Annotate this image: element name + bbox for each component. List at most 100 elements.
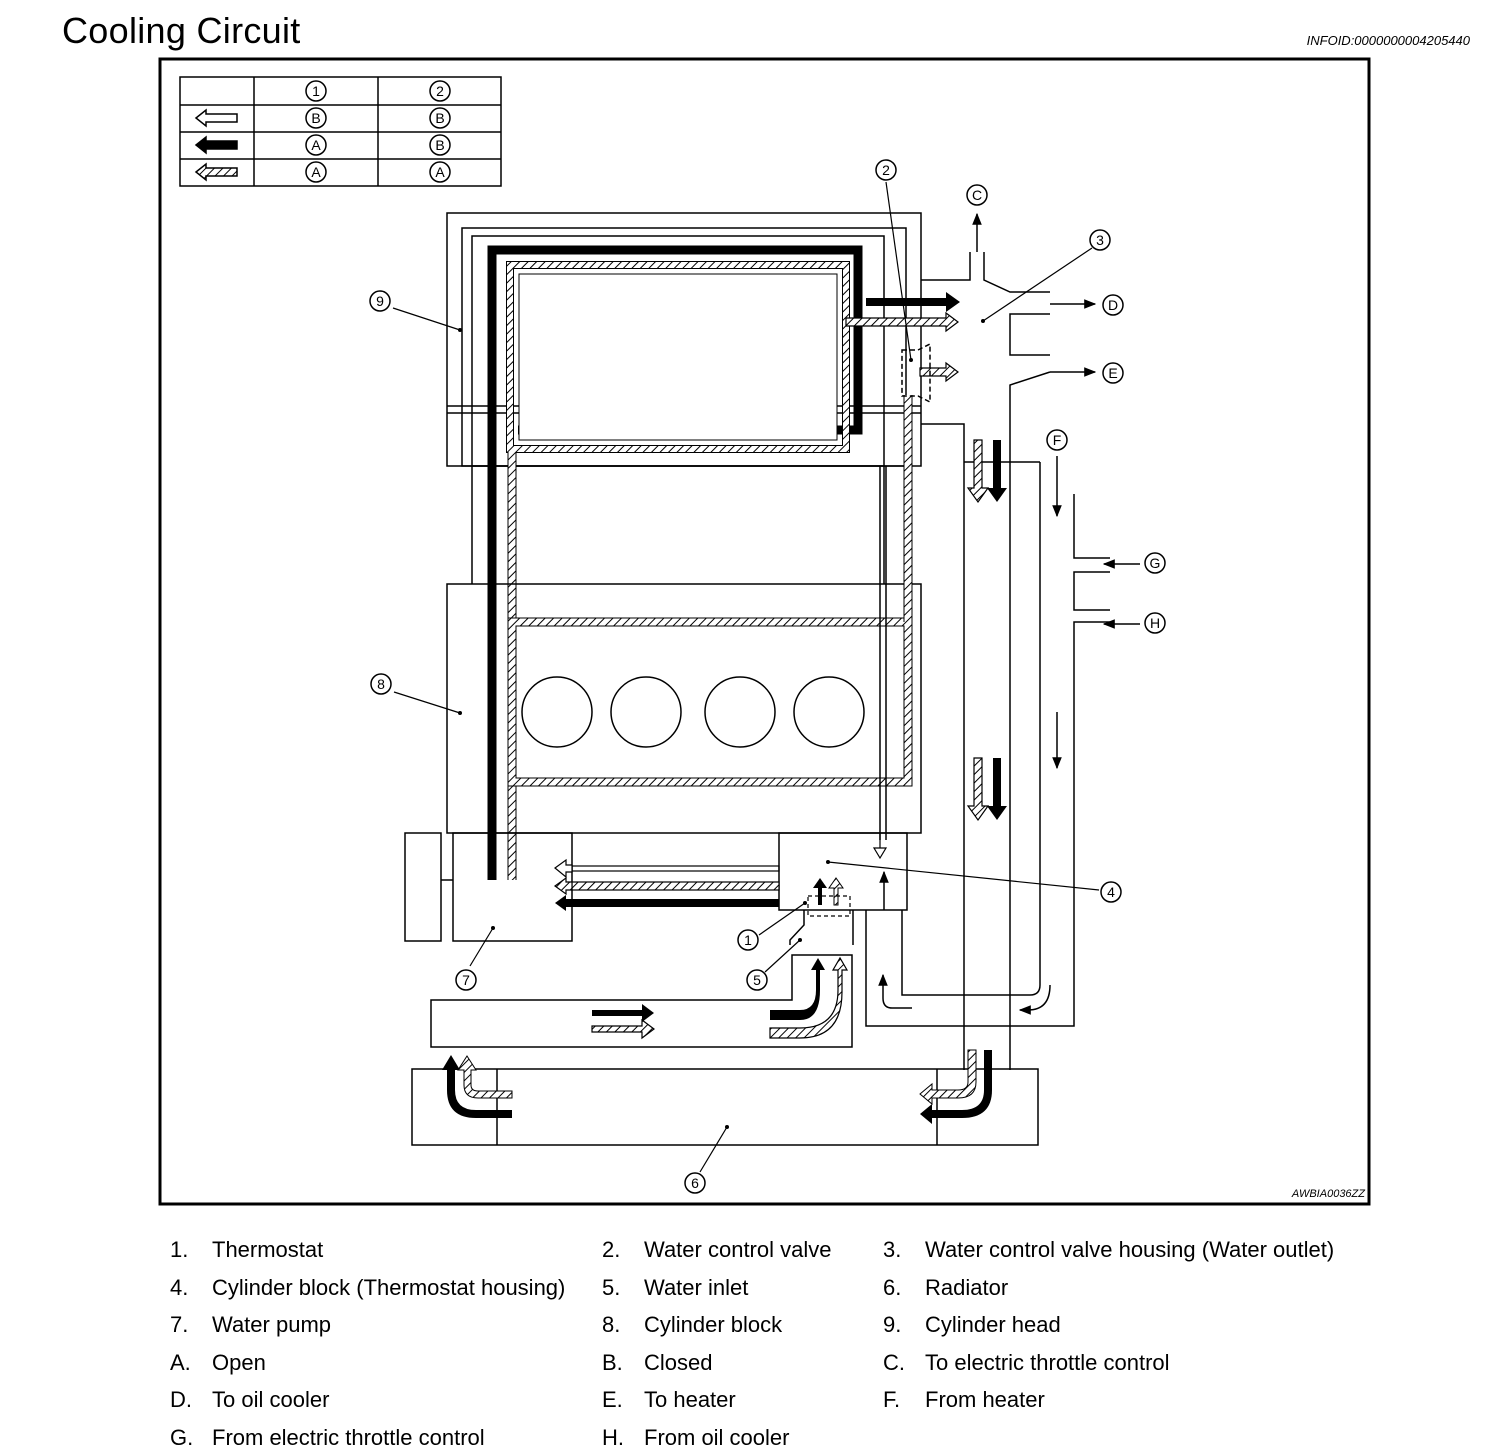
legend-text: Thermostat	[212, 1237, 324, 1262]
hatched-arrow-icon	[194, 162, 238, 182]
legend-key: D.	[170, 1387, 192, 1412]
legend-text: From heater	[925, 1387, 1045, 1412]
legend-text: Water pump	[212, 1312, 332, 1337]
svg-text:A: A	[311, 164, 321, 180]
legend-text: Cylinder block	[644, 1312, 783, 1337]
cylinder-bore-4	[793, 676, 865, 748]
legend-key: 8.	[602, 1312, 621, 1337]
callout-e: E	[1102, 362, 1124, 384]
callout-f: F	[1046, 429, 1068, 451]
water-inlet	[430, 954, 853, 1048]
info-id: INFOID:0000000004205440	[1306, 33, 1470, 48]
valve-hatched-arrow	[919, 361, 959, 383]
legend-text: To heater	[644, 1387, 736, 1412]
svg-text:E: E	[1108, 365, 1117, 381]
table-header-1: 1	[305, 80, 327, 102]
outlet-black-arrow	[866, 292, 960, 312]
page-title: Cooling Circuit	[62, 10, 301, 51]
callout-h: H	[1144, 612, 1166, 634]
svg-text:5: 5	[753, 972, 761, 988]
legend-key: 5.	[602, 1274, 621, 1300]
svg-text:8: 8	[377, 676, 385, 692]
table-cell-r2c1: A	[305, 134, 327, 156]
svg-text:B: B	[435, 110, 444, 126]
thermostat-housing	[778, 832, 908, 945]
svg-text:6: 6	[691, 1175, 699, 1191]
legend-key: A.	[170, 1349, 191, 1375]
svg-text:H: H	[1150, 615, 1160, 631]
legend-key: 6.	[883, 1274, 902, 1300]
callout-4: 4	[1100, 881, 1122, 903]
callout-9: 9	[369, 290, 391, 312]
table-cell-r2c2: B	[429, 134, 451, 156]
legend-key: 1.	[170, 1237, 189, 1262]
svg-text:4: 4	[1107, 884, 1115, 900]
legend-text: To electric throttle control	[925, 1349, 1170, 1375]
svg-text:C: C	[972, 187, 982, 203]
legend-key: E.	[602, 1387, 623, 1412]
legend-text: Closed	[644, 1349, 713, 1375]
black-arrow-icon	[194, 135, 238, 155]
legend-text: Radiator	[925, 1274, 1009, 1300]
callout-2: 2	[875, 159, 897, 181]
legend-key: H.	[602, 1424, 624, 1450]
legend-key: G.	[170, 1424, 194, 1450]
table-cell-r1c2: B	[429, 107, 451, 129]
legend-text: Water control valve	[644, 1237, 832, 1262]
legend-key: B.	[602, 1349, 623, 1375]
table-cell-r3c2: A	[429, 161, 451, 183]
callout-1: 1	[737, 929, 759, 951]
svg-text:A: A	[311, 137, 321, 153]
callout-7: 7	[455, 969, 477, 991]
svg-text:1: 1	[744, 932, 752, 948]
svg-text:1: 1	[312, 83, 320, 99]
heater-return-pipe	[865, 462, 1110, 1027]
table-cell-r3c1: A	[305, 161, 327, 183]
legend-text: Cylinder block (Thermostat housing)	[212, 1274, 566, 1300]
legend-key: 4.	[170, 1274, 189, 1300]
radiator	[411, 1068, 1039, 1146]
legend-text: Cylinder head	[925, 1312, 1061, 1337]
svg-text:F: F	[1053, 432, 1062, 448]
cylinder-bore-3	[704, 676, 776, 748]
callout-g: G	[1144, 552, 1166, 574]
legend: 1. Thermostat 2. Water control valve 3. Water…	[0, 1232, 1504, 1452]
callout-5: 5	[746, 969, 768, 991]
callout-d: D	[1102, 294, 1124, 316]
cylinder-bore-2	[610, 676, 682, 748]
figure-frame	[158, 57, 1371, 1206]
callout-3: 3	[1089, 229, 1111, 251]
svg-text:A: A	[435, 164, 445, 180]
figure-code: AWBIA0036ZZ	[1291, 1188, 1366, 1200]
svg-text:3: 3	[1096, 232, 1104, 248]
water-control-valve	[901, 342, 931, 404]
outlet-hatched-arrow	[845, 311, 959, 333]
white-arrow-icon	[194, 108, 238, 128]
legend-text: Water control valve housing (Water outle…	[925, 1237, 1335, 1262]
legend-key: 3.	[883, 1237, 902, 1262]
legend-text: To oil cooler	[212, 1387, 330, 1412]
valve-status-table	[179, 76, 502, 187]
legend-key: F.	[883, 1387, 901, 1412]
svg-text:7: 7	[462, 972, 470, 988]
legend-key: 7.	[170, 1312, 189, 1337]
callout-8: 8	[370, 673, 392, 695]
legend-key: 9.	[883, 1312, 902, 1337]
legend-key: C.	[883, 1349, 905, 1375]
table-header-2: 2	[429, 80, 451, 102]
svg-text:2: 2	[882, 162, 890, 178]
legend-text: Open	[212, 1349, 266, 1375]
svg-text:9: 9	[376, 293, 384, 309]
svg-text:D: D	[1108, 297, 1118, 313]
callout-6: 6	[684, 1172, 706, 1194]
callout-c: C	[966, 184, 988, 206]
svg-text:B: B	[311, 110, 320, 126]
table-cell-r1c1: B	[305, 107, 327, 129]
legend-text: Water inlet	[644, 1274, 749, 1300]
svg-text:G: G	[1150, 555, 1161, 571]
block-hatched-jacket	[507, 617, 913, 787]
cylinder-bore-1	[521, 676, 593, 748]
svg-text:B: B	[435, 137, 444, 153]
legend-key: 2.	[602, 1237, 621, 1262]
